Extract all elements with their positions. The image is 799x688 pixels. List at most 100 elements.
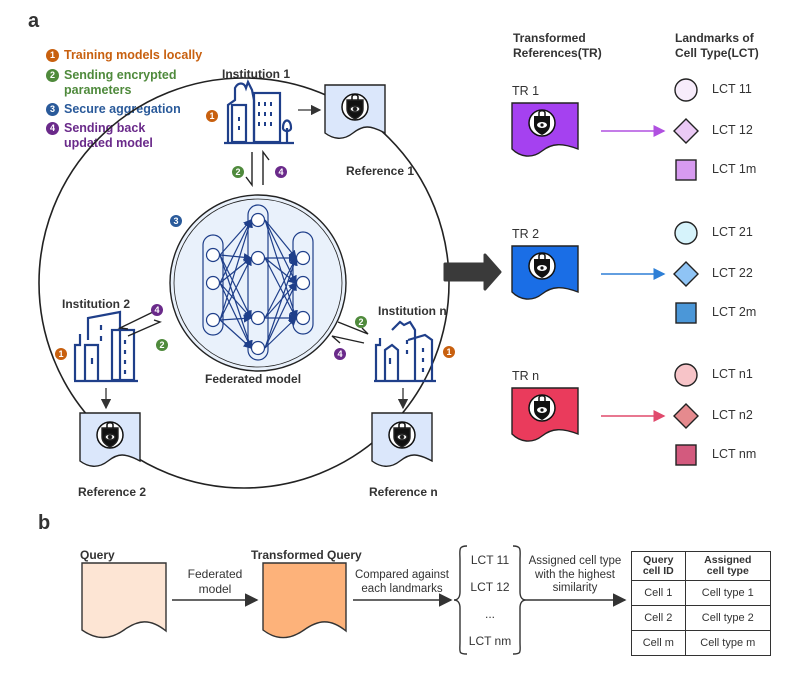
header-line: Landmarks of xyxy=(675,31,754,45)
nn-node xyxy=(250,310,266,326)
left-brace xyxy=(453,545,468,655)
nn-node xyxy=(250,250,266,266)
nn-connection xyxy=(219,282,252,319)
reference-n-document xyxy=(371,412,433,467)
step-1-badge-instn: 1 xyxy=(443,346,455,358)
transformed-reference-label: TR 1 xyxy=(512,84,540,98)
reference-2-label: Reference 2 xyxy=(78,485,147,499)
header-assigned-cell-type: Assigned cell type xyxy=(684,551,772,581)
arrow-compare-label: Compared against each landmarks xyxy=(350,568,454,596)
label-line: similarity xyxy=(552,582,598,594)
landmark-label: LCT 21 xyxy=(712,225,753,239)
reference-n-label: Reference n xyxy=(369,485,438,499)
step-1-badge: 1 xyxy=(46,49,59,62)
nn-node xyxy=(205,275,221,291)
table-row: Cell m Cell type m xyxy=(631,630,772,656)
reference-1-label: Reference 1 xyxy=(346,164,415,178)
header-line: Query xyxy=(643,554,674,566)
landmark-label: LCT 22 xyxy=(712,266,753,280)
transformed-reference-document xyxy=(511,245,579,300)
landmark-square-marker xyxy=(675,444,697,466)
landmark-label: LCT nm xyxy=(712,447,757,461)
landmark-circle-marker xyxy=(674,363,698,387)
step-4-badge-inst2: 4 xyxy=(151,304,163,316)
nn-connection xyxy=(219,218,253,321)
federated-model-label: Federated model xyxy=(205,372,302,386)
step-legend: 1 Training models locally 2 Sending encr… xyxy=(46,48,202,151)
institution-n-building-icon xyxy=(374,320,436,383)
landmark-label: LCT 2m xyxy=(712,305,757,319)
step-1-badge-inst2: 1 xyxy=(55,348,67,360)
cell-id: Cell m xyxy=(631,630,686,656)
transformed-reference-label: TR 2 xyxy=(512,227,540,241)
table-header-row: Query cell ID Assigned cell type xyxy=(631,551,772,581)
nn-node xyxy=(295,275,311,291)
step-2-badge: 2 xyxy=(46,69,59,82)
label-line: Assigned cell type xyxy=(528,555,622,567)
nn-connection xyxy=(219,218,252,284)
header-line: Assigned xyxy=(704,554,752,566)
landmark-list-item: LCT nm xyxy=(468,634,512,648)
header-line: Transformed xyxy=(513,31,586,45)
nn-connection xyxy=(264,281,297,349)
transformed-query-document xyxy=(262,562,347,639)
step-2-badge-instn: 2 xyxy=(355,316,367,328)
nn-connection xyxy=(219,254,253,350)
cell-type: Cell type 1 xyxy=(684,580,772,606)
landmarks-header: Landmarks of Cell Type(LCT) xyxy=(675,31,759,61)
landmark-circle-marker xyxy=(674,221,698,245)
reference-2-document xyxy=(79,412,141,467)
exchange-arrows xyxy=(117,149,369,344)
landmark-list: LCT 11 LCT 12 ... LCT nm xyxy=(466,553,514,661)
nn-node xyxy=(205,312,221,328)
step-1-badge-inst1: 1 xyxy=(206,110,218,122)
query-pipeline-diagram xyxy=(81,545,627,655)
landmark-label: LCT n1 xyxy=(712,367,753,381)
landmark-diamond-marker xyxy=(673,403,699,429)
institution-n-label: Institution n xyxy=(378,304,447,318)
header-query-cell-id: Query cell ID xyxy=(631,551,686,581)
nn-node xyxy=(250,212,266,228)
step-2-badge-inst1: 2 xyxy=(232,166,244,178)
step-4-badge: 4 xyxy=(46,122,59,135)
transformed-references-header: Transformed References(TR) xyxy=(513,31,602,61)
query-document xyxy=(81,562,167,639)
panel-a-label: a xyxy=(28,10,40,32)
label-line: with the highest xyxy=(535,568,615,581)
landmark-square-marker xyxy=(675,159,697,181)
label-line: Federated xyxy=(187,567,243,581)
landmark-list-item: ... xyxy=(484,607,495,621)
transformed-query-label: Transformed Query xyxy=(251,548,362,562)
header-line: cell type xyxy=(706,565,749,577)
landmark-label: LCT n2 xyxy=(712,408,753,422)
nn-node xyxy=(250,340,266,356)
nn-node xyxy=(295,250,311,266)
step-4-badge-inst1: 4 xyxy=(275,166,287,178)
landmark-list-item: LCT 11 xyxy=(470,553,510,567)
nn-connection xyxy=(219,254,252,320)
landmark-diamond-marker xyxy=(673,118,699,144)
step-4-badge-instn: 4 xyxy=(334,348,346,360)
nn-connection xyxy=(219,256,252,321)
institution-2-building-icon xyxy=(73,310,138,383)
table-row: Cell 2 Cell type 2 xyxy=(631,605,772,631)
nn-node xyxy=(205,247,221,263)
assignment-table: Query cell ID Assigned cell type Cell 1 … xyxy=(631,551,772,656)
nn-connection xyxy=(219,319,252,349)
legend-text: Training models locally xyxy=(64,48,203,62)
landmark-circle-marker xyxy=(674,78,698,102)
cell-id: Cell 2 xyxy=(631,605,686,631)
nn-connection xyxy=(264,317,297,349)
transformed-reference-document xyxy=(511,387,579,442)
legend-text: Secure aggregation xyxy=(64,102,181,116)
nn-connection xyxy=(219,282,252,350)
legend-item-training: 1 Training models locally xyxy=(46,48,202,63)
step-3-badge: 3 xyxy=(46,103,59,116)
federated-model-icon xyxy=(169,194,347,372)
landmark-label: LCT 12 xyxy=(712,123,753,137)
label-line: model xyxy=(198,582,232,596)
step-2-badge-inst2: 2 xyxy=(156,339,168,351)
institution-2-label: Institution 2 xyxy=(62,297,130,311)
landmark-label: LCT 1m xyxy=(712,162,757,176)
header-line: Cell Type(LCT) xyxy=(675,46,759,60)
